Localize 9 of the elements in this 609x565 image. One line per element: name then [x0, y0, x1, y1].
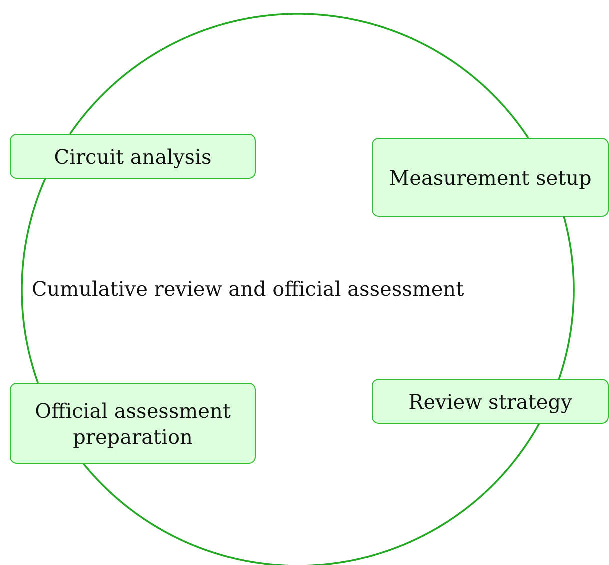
arc-connector: [558, 216, 575, 380]
process-box: Circuit analysis: [10, 134, 256, 179]
arc-connector: [70, 13, 530, 139]
arc-connector: [21, 178, 46, 384]
process-box: Measurement setup: [372, 138, 609, 217]
process-box: Review strategy: [372, 379, 609, 424]
arc-connector: [82, 423, 540, 565]
center-label: Cumulative review and official assessment: [32, 277, 464, 301]
process-box: Official assessment preparation: [10, 383, 256, 464]
